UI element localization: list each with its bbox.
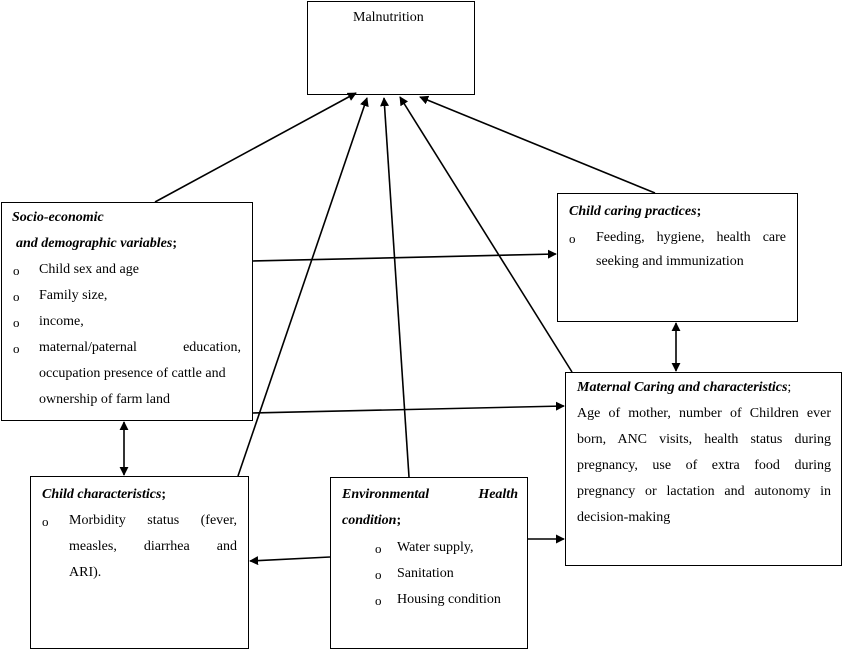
environment-bullet: o <box>375 593 382 608</box>
maternal-title: Maternal Caring and characteristics <box>577 380 788 395</box>
child-caring-title-suffix: ; <box>696 204 702 219</box>
child-caring-line: seeking and immunization <box>596 254 744 269</box>
child-caring-title: Child caring practices <box>569 204 697 219</box>
child-char-line: measles, diarrhea and <box>69 539 237 554</box>
maternal-line: pregnancy, use of extra food during <box>577 458 831 473</box>
maternal-caring-box: Maternal Caring and characteristics; Age… <box>565 372 842 566</box>
socio-bullet: o <box>13 341 20 356</box>
socio-title-line2-wrap: and demographic variables; <box>16 235 177 253</box>
socio-bullet: o <box>13 289 20 304</box>
arrow-socio-to-maternal <box>252 401 565 414</box>
socio-item: maternal/paternal education, <box>39 340 241 355</box>
child-characteristics-box: Child characteristics; o Morbidity statu… <box>30 476 249 649</box>
socio-item: Family size, <box>39 288 108 303</box>
child-char-bullet: o <box>42 514 49 529</box>
child-char-line: Morbidity status (fever, <box>69 513 237 528</box>
socio-title-suffix: ; <box>172 236 178 251</box>
socio-title-line1: Socio-economic <box>12 210 104 225</box>
maternal-line: born, ANC visits, health status during <box>577 432 831 447</box>
malnutrition-box: Malnutrition <box>307 1 475 95</box>
environment-title-line2-wrap: condition; <box>342 512 401 530</box>
child-char-title-wrap: Child characteristics; <box>42 486 166 504</box>
environment-title-line1: Environmental Health <box>342 487 518 502</box>
arrow-environment-to-childchar <box>249 556 331 566</box>
maternal-line: decision-making <box>577 510 671 525</box>
environment-item: Water supply, <box>397 540 474 555</box>
arrow-socio-to-malnutrition <box>154 92 357 203</box>
arrow-environment-to-malnutrition <box>380 97 410 478</box>
maternal-line: pregnancy or lactation and autonomy in <box>577 484 831 499</box>
socio-item: occupation presence of cattle and <box>39 366 226 381</box>
environment-bullet: o <box>375 567 382 582</box>
socio-economic-box: Socio-economic and demographic variables… <box>1 202 253 421</box>
malnutrition-label: Malnutrition <box>353 10 424 25</box>
maternal-title-suffix: ; <box>787 380 792 395</box>
environment-title-suffix: ; <box>396 513 402 528</box>
child-char-line: ARI). <box>69 565 102 580</box>
maternal-line: Age of mother, number of Children ever <box>577 406 831 421</box>
environment-title-line2: condition <box>342 513 397 528</box>
maternal-title-wrap: Maternal Caring and characteristics; <box>577 379 791 397</box>
child-caring-bullet: o <box>569 231 576 246</box>
arrow-childcaring-to-malnutrition <box>419 95 656 194</box>
socio-bullet: o <box>13 263 20 278</box>
socio-item: income, <box>39 314 84 329</box>
socio-bullet: o <box>13 315 20 330</box>
child-caring-line: Feeding, hygiene, health care <box>596 230 786 245</box>
child-char-title-suffix: ; <box>161 487 167 502</box>
socio-item: ownership of farm land <box>39 392 171 407</box>
child-char-title: Child characteristics <box>42 487 162 502</box>
arrow-childchar-to-malnutrition <box>237 97 369 477</box>
environment-item: Sanitation <box>397 566 454 581</box>
environment-item: Housing condition <box>397 592 501 607</box>
arrow-socio-to-childcaring <box>252 249 557 262</box>
child-caring-practices-box: Child caring practices; o Feeding, hygie… <box>557 193 798 322</box>
socio-item: Child sex and age <box>39 262 139 277</box>
environment-bullet: o <box>375 541 382 556</box>
socio-title-line2: and demographic variables <box>16 236 173 251</box>
environmental-health-box: Environmental Health condition; o Water … <box>330 477 528 649</box>
arrow-maternal-to-malnutrition <box>399 96 573 373</box>
child-caring-title-wrap: Child caring practices; <box>569 203 701 221</box>
